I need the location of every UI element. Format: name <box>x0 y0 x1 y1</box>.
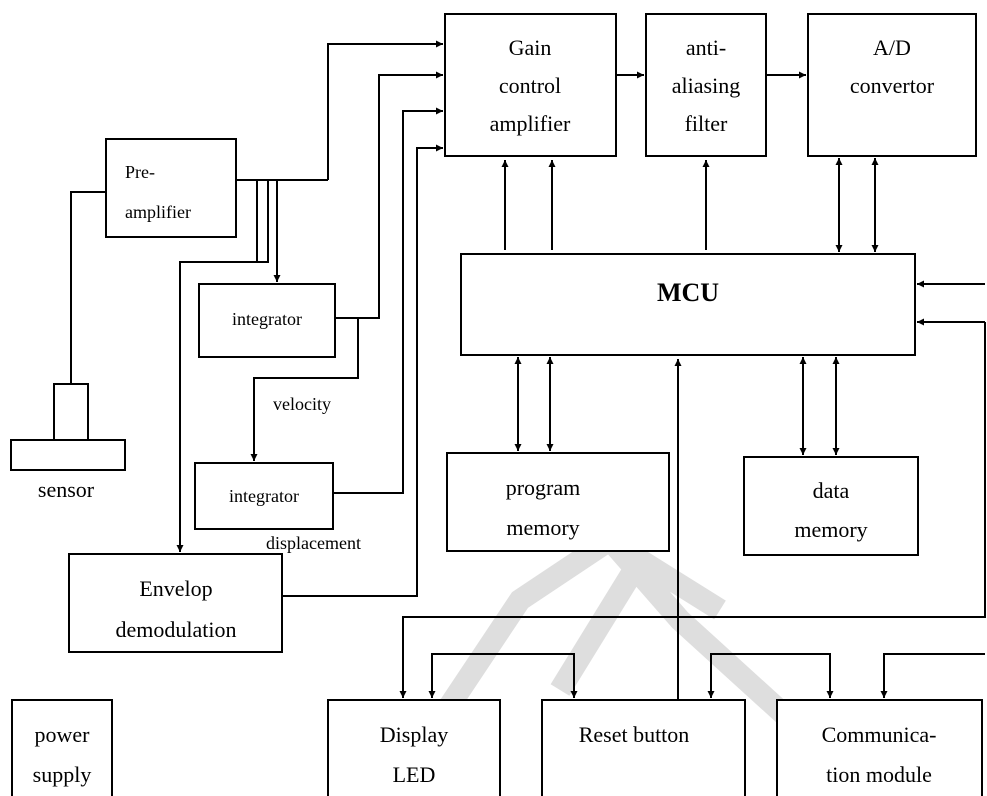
preamplifier-block: Pre- amplifier <box>105 138 237 238</box>
anti-aliasing-filter-block: anti- aliasing filter <box>645 13 767 157</box>
program-memory-label-line1: program <box>506 475 581 500</box>
display-label-line1: Display <box>380 722 448 747</box>
adc-label-line1: A/D <box>873 35 911 60</box>
reset-label: Reset button <box>579 722 690 747</box>
integrator1-to-integrator2-line <box>250 318 359 461</box>
aaf-label-line2: aliasing <box>672 73 740 98</box>
power-label-line2: supply <box>33 762 92 787</box>
preamp-label-line1: Pre- <box>125 162 155 182</box>
sensor-shape: sensor <box>10 383 126 502</box>
aaf-label-line3: filter <box>685 111 728 136</box>
envelope-to-gain-line <box>282 144 443 597</box>
integrator2-to-gain-line <box>333 107 443 494</box>
ad-convertor-block: A/D convertor <box>807 13 977 157</box>
envelope-demodulation-block: Envelop demodulation <box>68 553 283 653</box>
data-memory-label-line1: data <box>813 478 850 503</box>
gain-label-line2: control <box>499 73 561 98</box>
display-reset-bidirectional <box>428 653 578 698</box>
adc-label-line2: convertor <box>850 73 935 98</box>
comm-label-line2: tion module <box>826 762 932 787</box>
power-label-line1: power <box>35 722 91 747</box>
sensor-label: sensor <box>38 477 95 502</box>
data-memory-block: data memory <box>743 456 919 556</box>
velocity-label: velocity <box>273 394 331 414</box>
preamp-to-gain-line <box>327 40 443 180</box>
communication-module-block: Communica- tion module <box>776 699 983 796</box>
gain-label-line3: amplifier <box>490 111 571 136</box>
gain-control-amplifier-block: Gain control amplifier <box>444 13 617 157</box>
displacement-label: displacement <box>266 533 361 553</box>
comm-label-line1: Communica- <box>822 722 937 747</box>
integrator-block-2: integrator <box>194 462 334 530</box>
display-led-block: Display LED <box>327 699 501 796</box>
reset-button-block: Reset button <box>541 699 746 796</box>
reset-comm-bidirectional <box>707 653 834 698</box>
preamp-to-envelope-line <box>176 180 269 552</box>
display-label-line2: LED <box>393 762 436 787</box>
envelope-label-line2: demodulation <box>116 617 237 642</box>
preamp-label-line2: amplifier <box>125 202 191 222</box>
envelope-label-line1: Envelop <box>139 576 212 601</box>
gain-label-line1: Gain <box>509 35 552 60</box>
mcu-label: MCU <box>657 278 719 307</box>
integrator1-label: integrator <box>232 309 302 329</box>
integrator2-label: integrator <box>229 486 299 506</box>
power-supply-block: power supply <box>11 699 113 796</box>
aaf-label-line1: anti- <box>686 35 726 60</box>
mcu-to-display-line <box>399 322 986 698</box>
integrator-block-1: integrator <box>198 283 336 358</box>
external-to-comm-arrow <box>880 653 985 698</box>
sensor-to-preamp-line <box>70 191 106 384</box>
data-memory-label-line2: memory <box>794 517 867 542</box>
program-memory-label-line2: memory <box>506 515 579 540</box>
mcu-block: MCU <box>460 253 916 356</box>
program-memory-block: program memory <box>446 452 670 552</box>
